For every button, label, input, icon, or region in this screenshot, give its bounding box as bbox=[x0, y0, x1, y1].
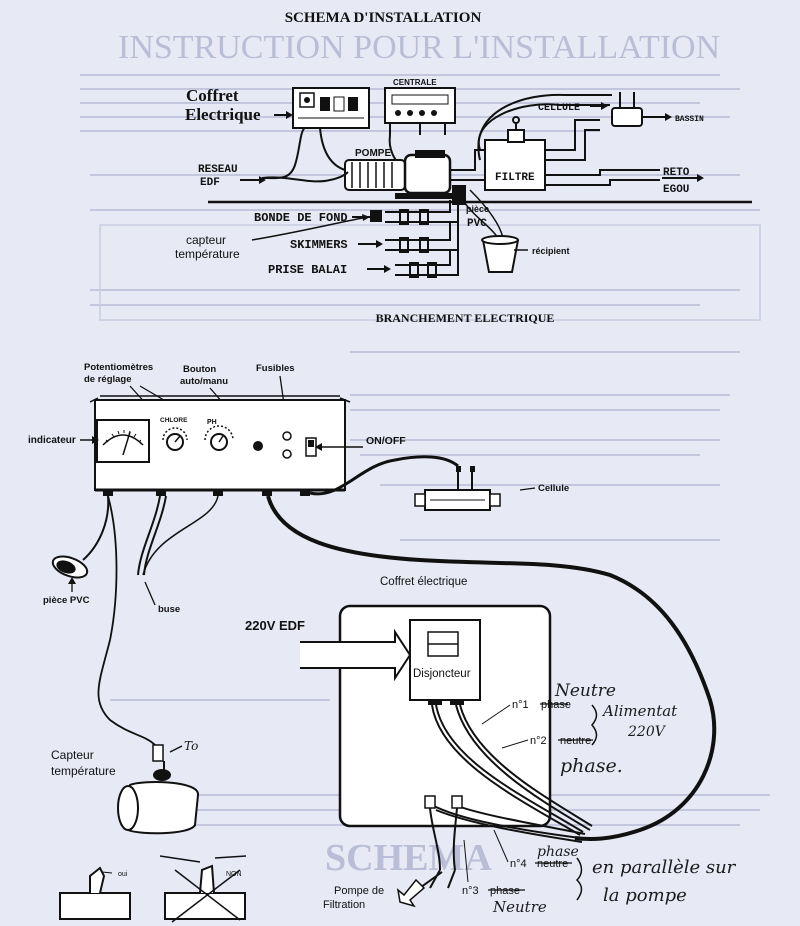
auto-manu-label: auto/manu bbox=[180, 376, 228, 387]
edf-220-label: 220V EDF bbox=[245, 618, 305, 633]
cellule-unit bbox=[414, 466, 501, 511]
filtration-label: Filtration bbox=[323, 899, 365, 911]
piece-pvc-label: pièce PVC bbox=[43, 595, 90, 606]
reto-label: RETO bbox=[663, 167, 690, 179]
bouton-label: Bouton bbox=[183, 364, 216, 375]
oui-diagram bbox=[59, 866, 131, 920]
recipient-label: récipient bbox=[532, 246, 570, 256]
indicateur-label: indicateur bbox=[28, 435, 76, 446]
skimmers-label: SKIMMERS bbox=[290, 238, 348, 252]
hand-220v: 220V bbox=[627, 724, 667, 740]
n4-label: n°4 bbox=[510, 858, 527, 870]
auto-manu-button[interactable] bbox=[253, 441, 263, 451]
bassin-label: BASSIN bbox=[675, 115, 704, 124]
n3-label: n°3 bbox=[462, 885, 479, 897]
hand-parallele: en parallèle sur bbox=[592, 857, 737, 878]
capteur-bottom-label: Capteur bbox=[51, 748, 94, 762]
buse-label: buse bbox=[158, 604, 180, 615]
filter-pipes bbox=[450, 93, 660, 191]
de-reglage-label: de réglage bbox=[84, 374, 132, 385]
cellule-bottom-label: Cellule bbox=[538, 483, 569, 494]
hand-phase: phase. bbox=[560, 755, 623, 777]
background-title: INSTRUCTION POUR L'INSTALLATION bbox=[118, 29, 720, 66]
pompe-connector bbox=[424, 795, 463, 889]
coffret-electrique-label: Coffret électrique bbox=[380, 576, 467, 588]
on-off-label: ON/OFF bbox=[366, 435, 406, 447]
control-box: CHLORE PH bbox=[89, 395, 351, 496]
coffret-label: Coffret bbox=[186, 86, 239, 105]
capteur-label: capteur bbox=[186, 233, 226, 247]
non-diagram bbox=[159, 855, 247, 923]
piece-label: pièce bbox=[466, 204, 489, 214]
prise-balai-label: PRISE BALAI bbox=[268, 263, 347, 277]
to-label: To bbox=[184, 739, 198, 753]
page-title: SCHEMA D'INSTALLATION bbox=[285, 10, 482, 26]
disjoncteur-box bbox=[409, 619, 481, 705]
panel-wires bbox=[431, 704, 593, 843]
hand-la-pompe: la pompe bbox=[603, 885, 687, 906]
bonde-label: BONDE DE FOND bbox=[254, 211, 348, 225]
cellule-label: CELLULE bbox=[538, 103, 580, 114]
phase3-label: phase bbox=[490, 885, 520, 897]
electrical-box bbox=[292, 87, 370, 129]
fuse-2[interactable] bbox=[282, 449, 292, 459]
cellule-device bbox=[611, 92, 660, 127]
chlore-label: CHLORE bbox=[160, 417, 188, 424]
pompe-de-label: Pompe de bbox=[334, 885, 384, 897]
ph-label: PH bbox=[207, 419, 217, 426]
temperature-bottom-label: température bbox=[51, 764, 116, 778]
neutre2-label: neutre bbox=[560, 735, 591, 747]
oui-label: oui bbox=[118, 871, 128, 878]
electrique-label: Electrique bbox=[185, 105, 261, 124]
temperature-sensor bbox=[117, 744, 199, 835]
edf-label: EDF bbox=[200, 177, 220, 189]
pvc-sensor bbox=[51, 555, 89, 579]
suction-pipes bbox=[385, 200, 459, 278]
phase1-label: phase bbox=[541, 699, 571, 711]
centrale-label: CENTRALE bbox=[393, 78, 437, 87]
hand-neutre-bottom: Neutre bbox=[492, 898, 547, 916]
hand-neutre-top: Neutre bbox=[554, 681, 616, 701]
n1-label: n°1 bbox=[512, 699, 529, 711]
centrale-unit bbox=[384, 87, 456, 135]
recipient bbox=[481, 235, 519, 273]
egou-label: EGOU bbox=[663, 184, 689, 196]
reseau-label: RESEAU bbox=[198, 164, 238, 176]
fuse-1[interactable] bbox=[282, 431, 292, 441]
potentiometres-label: Potentiomètres bbox=[84, 362, 153, 373]
n2-label: n°2 bbox=[530, 735, 547, 747]
pump bbox=[344, 150, 465, 199]
gauge-indicator bbox=[96, 419, 150, 463]
disjoncteur-label: Disjoncteur bbox=[413, 668, 471, 680]
neutre4-label: neutre bbox=[537, 858, 568, 870]
temperature-label: température bbox=[175, 247, 240, 261]
branchement-title: BRANCHEMENT ELECTRIQUE bbox=[376, 311, 555, 325]
fusibles-label: Fusibles bbox=[256, 363, 295, 374]
pompe-label: POMPE bbox=[355, 148, 391, 159]
hand-phase-lower: phase bbox=[537, 844, 579, 860]
hand-alimentation: Alimentat bbox=[601, 702, 678, 720]
non-label: NON bbox=[226, 871, 242, 878]
filtre-label: FILTRE bbox=[495, 172, 535, 184]
